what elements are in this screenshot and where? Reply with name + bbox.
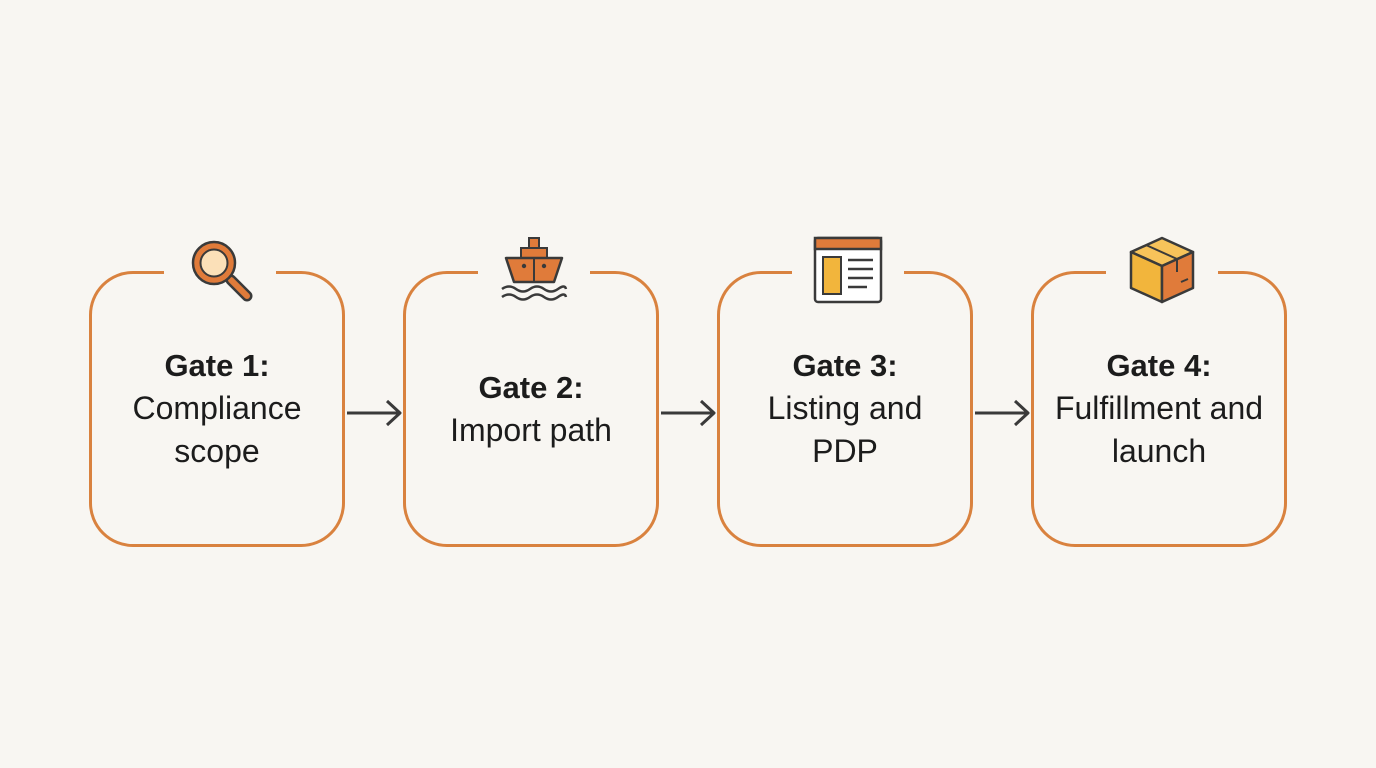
arrow-right-icon [661,399,716,427]
box-icon [1129,236,1195,304]
ship-icon [501,237,568,301]
arrow-right-icon [975,399,1030,427]
gate-1-box: Gate 1: Compliance scope [89,240,345,547]
gate-title: Gate 2: [478,369,584,405]
gate-title: Gate 3: [792,348,898,383]
gate-description: Listing and PDP [767,390,923,469]
gate-title: Gate 4: [1106,348,1212,383]
gate-description: Compliance scope [132,390,302,469]
webpage-icon [813,236,883,304]
gate-description: Import path [450,411,612,448]
gate-description: Fulfillment and launch [1054,390,1264,469]
gate-2-box: Gate 2: Import path [403,237,659,547]
arrow-right-icon [347,399,402,427]
gate-4-box: Gate 4: Fulfillment and launch [1031,236,1287,547]
gate-3-box: Gate 3: Listing and PDP [717,236,973,547]
gate-title: Gate 1: [164,348,270,383]
magnifier-icon [191,240,253,302]
